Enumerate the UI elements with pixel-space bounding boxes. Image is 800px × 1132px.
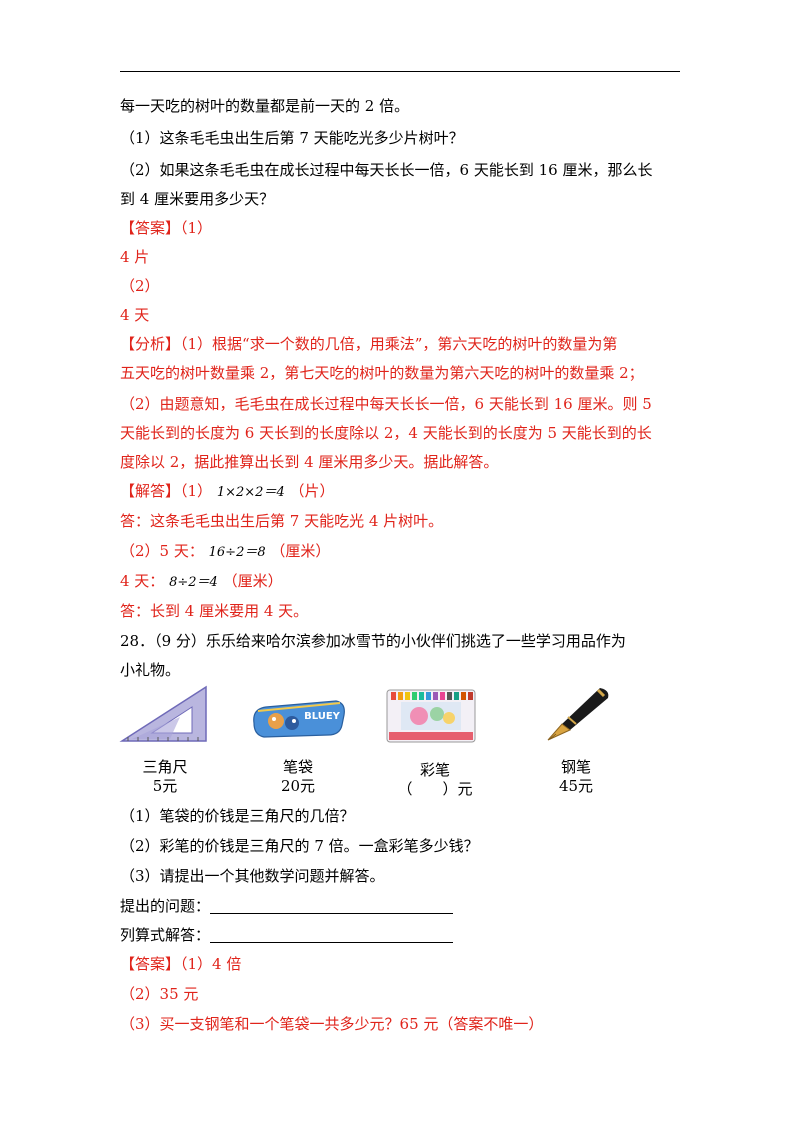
marker-cap <box>405 692 410 700</box>
q27-solution-2: （2）5 天： 16÷2＝8 （厘米） <box>120 541 330 563</box>
q27-solution-2-answer: 答：长到 4 厘米要用 4 天。 <box>120 602 309 620</box>
solution-prompt-label: 列算式解答： <box>120 926 211 944</box>
q27-analysis-2b: 天能长到的长度为 6 天长到的长度除以 2，4 天能长到的长度为 5 天能长到的… <box>120 424 652 442</box>
pencil-case-brand: BLUEY <box>304 711 341 722</box>
q28-sub2: （2）彩笔的价钱是三角尺的 7 倍。一盒彩笔多少钱？ <box>120 837 479 855</box>
solution-3-unit: （厘米） <box>222 572 283 590</box>
answer-tag: 【答案】 <box>120 955 181 973</box>
q28-solution-prompt: 列算式解答： <box>120 925 454 945</box>
q27-intro: 每一天吃的树叶的数量都是前一天的 2 倍。 <box>120 97 410 115</box>
q27-solution-1: 【解答】（1） 1×2×2＝4 （片） <box>120 481 335 503</box>
item-name-markers: 彩笔 <box>419 761 450 779</box>
q27-solution-3: 4 天： 8÷2＝4 （厘米） <box>120 571 283 593</box>
q28-answer-2: （2）35 元 <box>120 985 199 1003</box>
q27-sub2b: 到 4 厘米要用多少天？ <box>120 190 275 208</box>
solution-2-unit: （厘米） <box>270 542 331 560</box>
q27-sub2a: （2）如果这条毛毛虫在成长过程中每天长长一倍，6 天能长到 16 厘米，那么长 <box>120 161 653 179</box>
solution-answer-blank[interactable] <box>210 926 454 943</box>
answer-1-label: （1） <box>180 219 213 237</box>
item-price-pencil-case: 20元 <box>280 777 316 795</box>
answer-tag: 【答案】 <box>120 219 181 237</box>
fountain-pen-icon <box>547 688 609 741</box>
analysis-text-1a: （1）根据“求一个数的几倍，用乘法”，第六天吃的树叶的数量为第 <box>180 335 618 353</box>
q27-answer-1-value: 4 片 <box>120 248 150 266</box>
q28-answer-line: 【答案】（1）4 倍 <box>120 954 241 974</box>
solution-3-formula: 8÷2＝4 <box>169 575 218 590</box>
pencil-case-icon: BLUEY <box>253 700 345 738</box>
item-price-markers: （ ）元 <box>397 780 473 798</box>
marker-cap <box>391 692 396 700</box>
q27-analysis-2c: 度除以 2，据此推算出长到 4 厘米用多少天。据此解答。 <box>120 453 499 471</box>
q27-answer-2-value: 4 天 <box>120 306 150 324</box>
q28-title-b: 小礼物。 <box>120 661 181 679</box>
q28-question-prompt: 提出的问题： <box>120 896 454 916</box>
solution-2-pre: （2）5 天： <box>120 542 204 560</box>
item-name-fountain-pen: 钢笔 <box>560 758 591 776</box>
marker-cap <box>468 692 473 700</box>
item-name-pencil-case: 笔袋 <box>282 758 313 776</box>
q28-answer-3: （3）买一支钢笔和一个笔袋一共多少元？65 元（答案不唯一） <box>120 1015 544 1033</box>
solution-1-unit: （片） <box>289 482 335 500</box>
q28-answer-1: （1）4 倍 <box>180 955 242 973</box>
marker-cap <box>461 692 466 700</box>
solution-1-formula: 1×2×2＝4 <box>216 485 285 500</box>
q28-sub1: （1）笔袋的价钱是三角尺的几倍？ <box>120 807 355 825</box>
q27-answer-2-label: （2） <box>120 277 160 295</box>
marker-cap <box>440 692 445 700</box>
header-rule <box>120 71 680 72</box>
q28-sub3: （3）请提出一个其他数学问题并解答。 <box>120 867 385 885</box>
question-answer-blank[interactable] <box>210 897 454 914</box>
triangle-ruler-icon <box>119 685 207 742</box>
item-name-triangle-ruler: 三角尺 <box>142 758 188 776</box>
q27-analysis-1b: 五天吃的树叶数量乘 2，第七天吃的树叶的数量为第六天吃的树叶的数量乘 2； <box>120 364 644 382</box>
marker-cap <box>433 692 438 700</box>
item-price-fountain-pen: 45元 <box>558 777 594 795</box>
marker-cap <box>454 692 459 700</box>
marker-cap <box>419 692 424 700</box>
item-price-triangle-ruler: 5元 <box>152 777 178 795</box>
marker-cap <box>426 692 431 700</box>
q27-answer-line: 【答案】（1） <box>120 218 212 238</box>
marker-set-icon <box>386 689 476 743</box>
marker-cap <box>412 692 417 700</box>
q27-solution-1-answer: 答：这条毛毛虫出生后第 7 天能吃光 4 片树叶。 <box>120 512 444 530</box>
analysis-tag: 【分析】 <box>120 335 181 353</box>
marker-cap <box>447 692 452 700</box>
solution-tag: 【解答】 <box>120 482 181 500</box>
q27-analysis-2a: （2）由题意知，毛毛虫在成长过程中每天长长一倍，6 天能长到 16 厘米。则 5 <box>120 395 652 413</box>
solution-3-pre: 4 天： <box>120 572 165 590</box>
q27-analysis-1a: 【分析】（1）根据“求一个数的几倍，用乘法”，第六天吃的树叶的数量为第 <box>120 334 617 354</box>
solution-2-formula: 16÷2＝8 <box>208 545 266 560</box>
solution-1-pre: （1） <box>180 482 213 500</box>
q27-sub1: （1）这条毛毛虫出生后第 7 天能吃光多少片树叶？ <box>120 129 464 147</box>
question-prompt-label: 提出的问题： <box>120 897 211 915</box>
marker-cap <box>398 692 403 700</box>
q28-title-a: 28．（9 分）乐乐给来哈尔滨参加冰雪节的小伙伴们挑选了一些学习用品作为 <box>120 632 626 650</box>
